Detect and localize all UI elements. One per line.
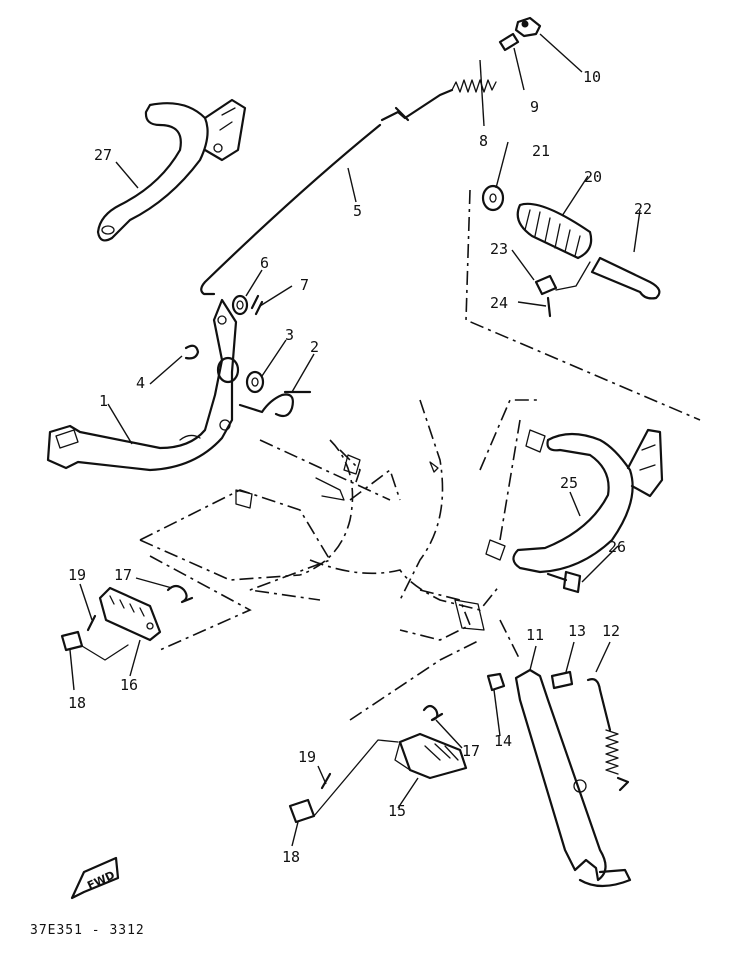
callout-2: 2 <box>310 338 319 356</box>
part-18-peg-pin <box>60 630 84 652</box>
part-10-adjust-nut <box>514 16 542 38</box>
part-23-clevis-pin <box>534 274 558 296</box>
callout-20: 20 <box>584 168 602 186</box>
frame-section <box>139 399 540 641</box>
part-17-peg-spring <box>166 584 194 604</box>
assembly-line-footrest <box>555 261 591 291</box>
assembly-line-right-peg <box>349 639 481 721</box>
callout-8: 8 <box>479 132 488 150</box>
callout-19-right: 19 <box>298 748 316 766</box>
callout-18-left: 18 <box>68 694 86 712</box>
diagram-code: 37E351 - 3312 <box>30 923 145 938</box>
part-8-spring <box>380 79 497 122</box>
assembly-line-left-peg-pin <box>81 644 129 661</box>
callout-17-right: 17 <box>462 742 480 760</box>
callout-23: 23 <box>490 240 508 258</box>
callout-13: 13 <box>568 622 586 640</box>
callout-19-left: 19 <box>68 566 86 584</box>
callout-27: 27 <box>94 146 112 164</box>
callout-9: 9 <box>530 98 539 116</box>
part-13-bolt <box>550 670 574 690</box>
callout-17-left: 17 <box>114 566 132 584</box>
part-14-nut <box>486 672 506 692</box>
callout-12: 12 <box>602 622 620 640</box>
part-16-footpeg <box>98 586 162 642</box>
part-25-footrest-bracket <box>485 428 664 574</box>
part-3-washer <box>245 370 265 394</box>
part-19-cotter-pin <box>86 614 97 632</box>
callout-26: 26 <box>608 538 626 556</box>
part-18-peg-pin-right <box>288 798 316 824</box>
callout-5: 5 <box>353 202 362 220</box>
leader-lines <box>69 33 641 847</box>
callout-3: 3 <box>285 326 294 344</box>
callout-21: 21 <box>532 142 550 160</box>
callout-labels: 27 5 8 9 10 21 20 22 23 24 6 7 3 2 4 1 2… <box>68 68 652 866</box>
part-7-cotter-pin <box>250 294 264 316</box>
assembly-line-pedal-pivot <box>139 539 301 581</box>
callout-4: 4 <box>136 374 145 392</box>
callout-22: 22 <box>634 200 652 218</box>
callout-15: 15 <box>388 802 406 820</box>
part-11-sidestand <box>514 668 632 888</box>
part-19-cotter-pin-right <box>320 772 332 790</box>
part-5-brake-rod <box>200 123 382 296</box>
callout-24: 24 <box>490 294 508 312</box>
part-20-footrest-rubber <box>516 202 593 260</box>
assembly-line-sidestand <box>499 619 521 661</box>
assembly-line-footrest-bracket <box>465 189 701 421</box>
assembly-line-right-peg-pin <box>313 739 399 817</box>
fwd-label: FWD <box>85 868 117 892</box>
assembly-line-left-peg <box>149 555 252 651</box>
callout-1: 1 <box>99 392 108 410</box>
callout-18-right: 18 <box>282 848 300 866</box>
part-4-circlip <box>184 344 200 360</box>
part-15-footpeg <box>394 732 468 780</box>
forward-direction-arrow: FWD <box>70 856 120 900</box>
part-17-peg-spring-right <box>422 704 444 722</box>
part-1-brake-pedal <box>46 298 240 472</box>
part-21-washer <box>481 184 505 212</box>
part-12-sidestand-spring <box>586 678 630 792</box>
part-9-pin <box>498 32 520 52</box>
part-24-cotter-pin <box>546 296 552 318</box>
part-22-footrest-shaft <box>590 256 661 300</box>
part-6-washer <box>231 294 249 316</box>
callout-7: 7 <box>300 276 309 294</box>
callout-25: 25 <box>560 474 578 492</box>
part-27-footrest-bracket <box>96 98 247 242</box>
part-26-bolt <box>546 570 582 594</box>
callout-16: 16 <box>120 676 138 694</box>
part-2-return-spring <box>238 390 312 418</box>
callout-6: 6 <box>260 254 269 272</box>
callout-10: 10 <box>583 68 601 86</box>
callout-14: 14 <box>494 732 512 750</box>
callout-11: 11 <box>526 626 544 644</box>
